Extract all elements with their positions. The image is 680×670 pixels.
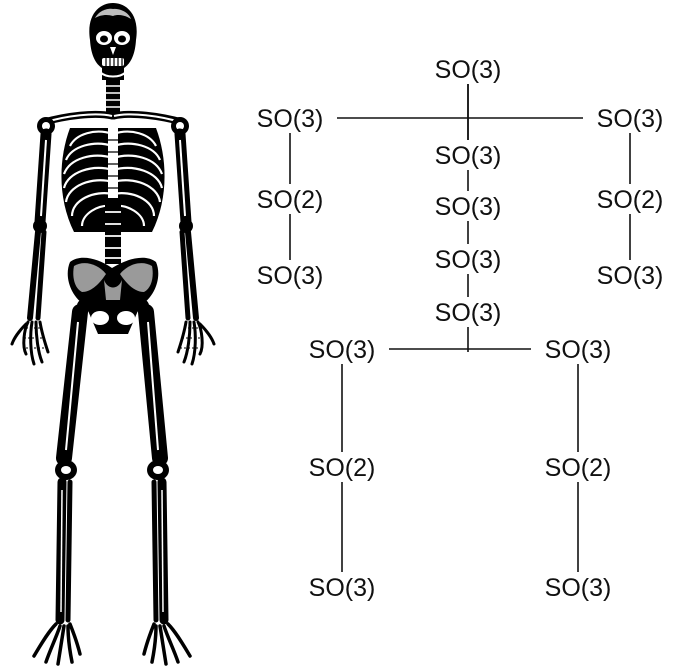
kinematic-tree: SO(3) SO(3) SO(3) SO(3) SO(2) SO(3) SO(2) SO(3)… xyxy=(245,54,675,602)
node-label-neck: SO(3) xyxy=(435,142,502,170)
node-label-spine-2: SO(3) xyxy=(435,246,502,274)
node-label-spine-1: SO(3) xyxy=(435,193,502,221)
node-label-pelvis: SO(3) xyxy=(435,299,502,327)
tree-nodes: SO(3) SO(3) SO(3) SO(3) SO(2) SO(3) SO(2) SO(3)… xyxy=(245,54,675,602)
right-arm xyxy=(178,134,214,364)
node-label-knee-right: SO(2) xyxy=(545,454,612,482)
node-label-ankle-right: SO(3) xyxy=(545,574,612,602)
node-label-hip-right: SO(3) xyxy=(545,336,612,364)
node-label-shoulder-right: SO(3) xyxy=(597,105,664,133)
cervical-spine xyxy=(106,80,120,116)
node-label-hip-left: SO(3) xyxy=(309,336,376,364)
node-label-ankle-left: SO(3) xyxy=(309,574,376,602)
node-label-head: SO(3) xyxy=(435,56,502,84)
node-label-shoulder-left: SO(3) xyxy=(257,105,324,133)
lumbar-spine xyxy=(105,200,121,264)
skeleton-illustration xyxy=(12,3,214,664)
node-label-elbow-left: SO(2) xyxy=(257,186,324,214)
node-label-wrist-left: SO(3) xyxy=(257,262,324,290)
left-leg xyxy=(34,312,80,664)
right-leg xyxy=(144,312,190,664)
node-label-knee-left: SO(2) xyxy=(309,454,376,482)
node-label-wrist-right: SO(3) xyxy=(597,262,664,290)
skull xyxy=(89,3,136,80)
node-label-elbow-right: SO(2) xyxy=(597,186,664,214)
left-arm xyxy=(12,134,48,364)
